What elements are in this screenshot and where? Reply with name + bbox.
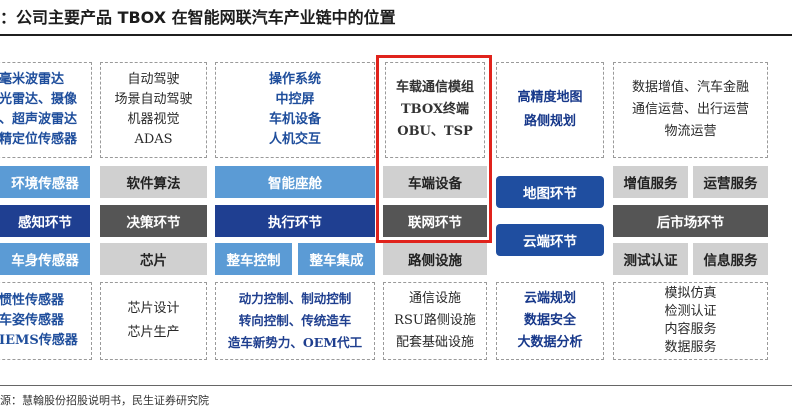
execution-top-box: 操作系统 中控屏 车机设备 人机交互 bbox=[215, 62, 375, 158]
aftermarket-bottom-line: 检测认证 bbox=[664, 304, 717, 319]
decision-top-line: 自动驾驶 bbox=[127, 72, 180, 87]
network-top-line: OBU、TSP bbox=[397, 124, 473, 139]
execution-top-line: 人机交互 bbox=[268, 132, 321, 147]
execution-top-line: 操作系统 bbox=[268, 72, 321, 87]
aftermarket-top-line: 通信运营、出行运营 bbox=[631, 102, 749, 117]
perception-top-box: 毫米波雷达 光雷达、摄像 、超声波雷达 精定位传感器 bbox=[0, 62, 92, 158]
bar-execution-stage: 执行环节 bbox=[215, 205, 375, 237]
perception-bottom-line: IEMS传感器 bbox=[0, 333, 78, 348]
cloud-bottom-box: 云端规划 数据安全 大数据分析 bbox=[496, 282, 604, 360]
network-top-line: TBOX终端 bbox=[400, 102, 470, 117]
network-bottom-line: RSU路侧设施 bbox=[394, 313, 476, 328]
decision-bottom-box: 芯片设计 芯片生产 bbox=[100, 282, 207, 360]
bar-information-services: 信息服务 bbox=[693, 243, 768, 275]
bar-vehicle-equipment: 车端设备 bbox=[383, 166, 487, 198]
aftermarket-top-line: 数据增值、汽车金融 bbox=[631, 80, 749, 95]
aftermarket-bottom-line: 数据服务 bbox=[664, 340, 717, 355]
bar-vehicle-control: 整车控制 bbox=[215, 243, 292, 275]
aftermarket-top-box: 数据增值、汽车金融 通信运营、出行运营 物流运营 bbox=[613, 62, 768, 158]
bar-body-sensors: 车身传感器 bbox=[0, 243, 90, 275]
decision-bottom-line: 芯片生产 bbox=[127, 325, 180, 340]
source-note: 源：慧翰股份招股说明书，民生证券研究院 bbox=[0, 394, 209, 407]
bar-chip: 芯片 bbox=[100, 243, 207, 275]
decision-top-line: 场景自动驾驶 bbox=[114, 92, 193, 107]
bar-perception-stage: 感知环节 bbox=[0, 205, 90, 237]
cloud-bottom-line: 数据安全 bbox=[523, 313, 576, 328]
decision-top-line: 机器视觉 bbox=[127, 112, 180, 127]
perception-top-line: 精定位传感器 bbox=[0, 132, 78, 147]
decision-top-box: 自动驾驶 场景自动驾驶 机器视觉 ADAS bbox=[100, 62, 207, 158]
bar-operation-services: 运营服务 bbox=[693, 166, 768, 198]
bar-roadside-facilities: 路侧设施 bbox=[383, 243, 487, 275]
bar-environment-sensors: 环境传感器 bbox=[0, 166, 90, 198]
bar-cloud-stage: 云端环节 bbox=[496, 224, 604, 256]
aftermarket-bottom-line: 模拟仿真 bbox=[664, 286, 717, 301]
network-bottom-box: 通信设施 RSU路侧设施 配套基础设施 bbox=[383, 282, 487, 360]
perception-bottom-line: 惯性传感器 bbox=[0, 293, 65, 308]
execution-bottom-line: 造车新势力、OEM代工 bbox=[227, 335, 363, 350]
execution-top-line: 车机设备 bbox=[268, 112, 321, 127]
perception-bottom-box: 惯性传感器 车姿传感器 IEMS传感器 bbox=[0, 282, 92, 360]
network-bottom-line: 通信设施 bbox=[408, 291, 461, 306]
bar-map-stage: 地图环节 bbox=[496, 176, 604, 208]
map-top-line: 路侧规划 bbox=[523, 114, 576, 129]
network-top-box: 车载通信模组 TBOX终端 OBU、TSP bbox=[385, 62, 485, 158]
execution-top-line: 中控屏 bbox=[275, 92, 315, 107]
network-bottom-line: 配套基础设施 bbox=[395, 335, 474, 350]
perception-top-line: 毫米波雷达 bbox=[0, 72, 65, 87]
bar-value-added-services: 增值服务 bbox=[613, 166, 688, 198]
network-top-line: 车载通信模组 bbox=[395, 80, 474, 95]
bar-decision-stage: 决策环节 bbox=[100, 205, 207, 237]
bar-vehicle-integration: 整车集成 bbox=[298, 243, 375, 275]
perception-bottom-line: 车姿传感器 bbox=[0, 313, 65, 328]
title-divider bbox=[0, 34, 792, 36]
aftermarket-top-line: 物流运营 bbox=[664, 124, 717, 139]
bar-software-algorithm: 软件算法 bbox=[100, 166, 207, 198]
tbox-highlight-frame bbox=[376, 55, 492, 243]
aftermarket-bottom-box: 模拟仿真 检测认证 内容服务 数据服务 bbox=[613, 282, 768, 360]
aftermarket-bottom-line: 内容服务 bbox=[664, 322, 717, 337]
execution-bottom-line: 动力控制、制动控制 bbox=[238, 291, 352, 306]
execution-bottom-box: 动力控制、制动控制 转向控制、传统造车 造车新势力、OEM代工 bbox=[215, 282, 375, 360]
map-top-line: 高精度地图 bbox=[517, 90, 583, 105]
cloud-bottom-line: 大数据分析 bbox=[517, 335, 583, 350]
execution-bottom-line: 转向控制、传统造车 bbox=[238, 313, 352, 328]
footer-divider bbox=[0, 385, 792, 386]
bar-testing-certification: 测试认证 bbox=[613, 243, 688, 275]
cloud-bottom-line: 云端规划 bbox=[523, 291, 576, 306]
map-top-box: 高精度地图 路侧规划 bbox=[496, 62, 604, 158]
perception-top-line: 光雷达、摄像 bbox=[0, 92, 78, 107]
bar-smart-cockpit: 智能座舱 bbox=[215, 166, 375, 198]
decision-bottom-line: 芯片设计 bbox=[127, 301, 180, 316]
page-title: ：公司主要产品 TBOX 在智能网联汽车产业链中的位置 bbox=[0, 8, 396, 27]
decision-top-line: ADAS bbox=[134, 132, 173, 147]
bar-aftermarket-stage: 后市场环节 bbox=[613, 205, 768, 237]
bar-network-stage: 联网环节 bbox=[383, 205, 487, 237]
perception-top-line: 、超声波雷达 bbox=[0, 112, 78, 127]
